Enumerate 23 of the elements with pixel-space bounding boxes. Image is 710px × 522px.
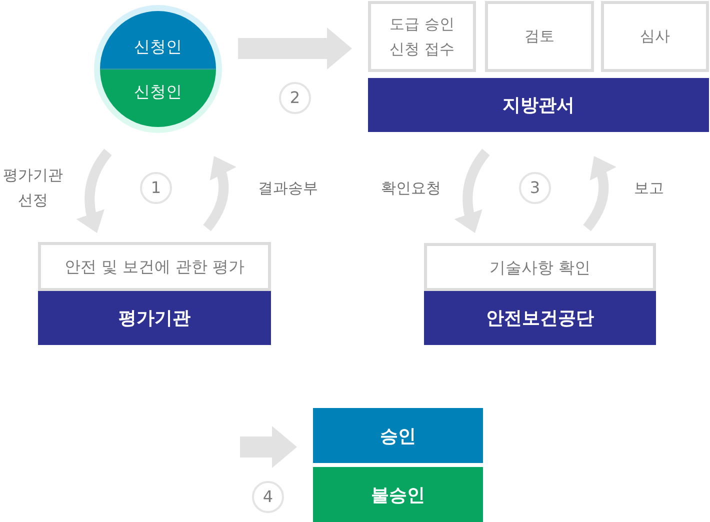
title-bar: 안전보건공단	[424, 291, 656, 345]
step-number: 4	[252, 481, 284, 513]
arrow	[203, 156, 236, 232]
step-box: 심사	[601, 1, 709, 72]
arrow	[76, 148, 112, 234]
step-box: 도급 승인 신청 접수	[368, 1, 476, 72]
arrow	[240, 426, 297, 468]
step-number: 1	[140, 172, 172, 204]
step-box: 검토	[485, 1, 594, 72]
title-bar: 지방관서	[368, 78, 709, 132]
arrow	[454, 148, 490, 234]
arrow	[583, 156, 616, 232]
result-box: 승인	[313, 408, 483, 463]
step-box: 기술사항 확인	[424, 243, 656, 291]
step-number: 2	[279, 82, 311, 114]
step-box: 안전 및 보건에 관한 평가	[38, 242, 271, 291]
circle-label: 신청인	[133, 36, 183, 58]
split-circle	[94, 5, 222, 133]
circle-label: 신청인	[133, 81, 183, 103]
result-box: 불승인	[313, 467, 483, 522]
title-bar: 평가기관	[38, 291, 271, 345]
step-number: 3	[519, 172, 551, 204]
arrow	[238, 28, 352, 70]
